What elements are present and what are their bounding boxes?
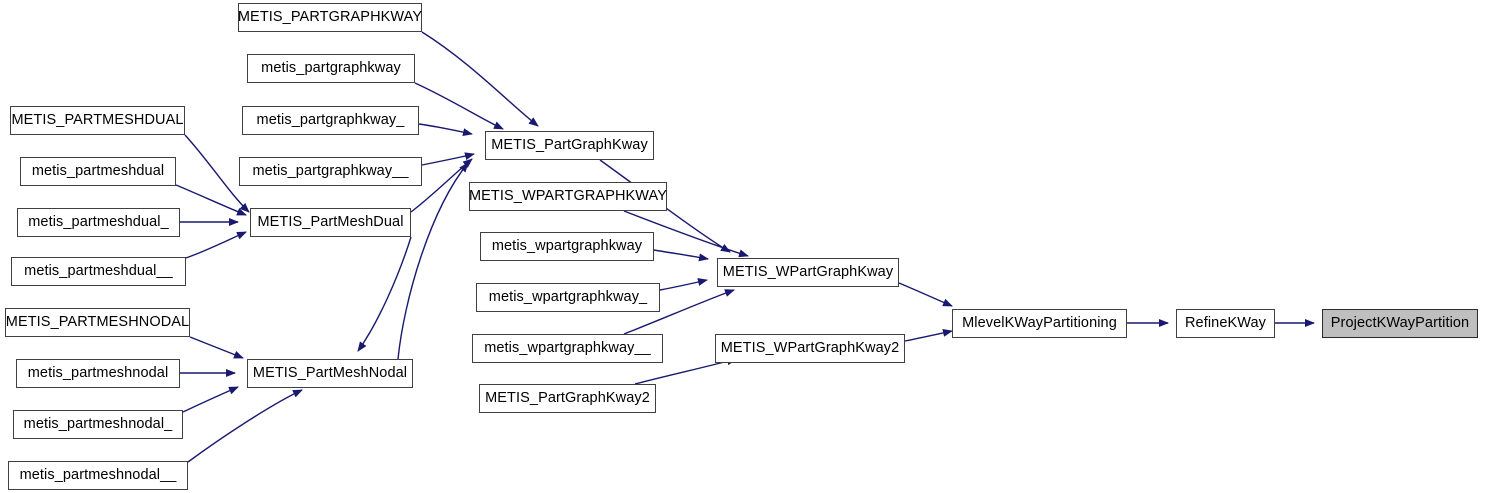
graph-node-metis-wpartgraphkway[interactable]: metis_wpartgraphkway__: [472, 334, 663, 363]
graph-node-metis-partgraphkway[interactable]: METIS_PartGraphKway: [485, 131, 654, 160]
graph-edge-n23-to-n21: [182, 386, 239, 413]
graph-node-label: metis_partmeshdual_: [28, 214, 169, 231]
graph-node-label: RefineKWay: [1184, 315, 1267, 332]
graph-edge-n2-to-n9: [184, 134, 250, 213]
graph-node-label: METIS_WPARTGRAPHKWAY: [468, 188, 668, 205]
graph-node-metis-partmeshnodal[interactable]: metis_partmeshnodal__: [8, 461, 188, 490]
graph-node-label: metis_wpartgraphkway: [491, 238, 643, 255]
graph-node-metis-partmeshdual[interactable]: metis_partmeshdual: [20, 157, 176, 186]
graph-node-metis-partmeshnodal[interactable]: metis_partmeshnodal_: [13, 410, 183, 439]
graph-node-label: ProjectKWayPartition: [1330, 315, 1470, 332]
graph-node-projectkwaypartition[interactable]: ProjectKWayPartition: [1322, 309, 1478, 338]
graph-node-label: MlevelKWayPartitioning: [962, 315, 1117, 332]
graph-node-label: METIS_PartMeshNodal: [252, 365, 408, 382]
graph-node-label: metis_wpartgraphkway_: [488, 289, 648, 306]
graph-edge-n11-to-n9: [185, 231, 247, 259]
graph-node-metis-partgraphkway2[interactable]: METIS_PartGraphKway2: [479, 384, 656, 413]
graph-node-metis-partmeshdual[interactable]: metis_partmeshdual__: [11, 257, 186, 286]
graph-node-label: metis_partmeshnodal: [27, 365, 169, 382]
graph-node-metis-wpartgraphkway[interactable]: METIS_WPartGraphKway: [717, 258, 899, 287]
graph-node-metis-partmeshnodal[interactable]: metis_partmeshnodal: [16, 359, 180, 388]
graph-node-label: METIS_PartGraphKway2: [485, 390, 650, 407]
graph-node-metis-partgraphkway[interactable]: metis_partgraphkway__: [239, 157, 422, 186]
graph-node-metis-partgraphkway[interactable]: metis_partgraphkway_: [242, 106, 419, 135]
graph-edge-n24-to-n21: [187, 389, 303, 463]
graph-node-metis-wpartgraphkway[interactable]: metis_wpartgraphkway: [480, 232, 654, 261]
graph-edge-n3-to-n4: [418, 123, 473, 137]
graph-node-label: METIS_PartGraphKway: [491, 137, 648, 154]
edges-group: [175, 31, 1315, 463]
graph-edge-n19-to-n15: [904, 328, 953, 342]
graph-node-metis-wpartgraphkway[interactable]: metis_wpartgraphkway_: [476, 283, 660, 312]
graph-edge-n5-to-n9: [175, 184, 247, 216]
graph-node-label: METIS_WPartGraphKway2: [720, 340, 900, 357]
graph-node-metis-wpartgraphkway2[interactable]: METIS_WPartGraphKway2: [715, 334, 905, 363]
graph-node-label: METIS_WPartGraphKway: [722, 264, 894, 281]
graph-node-label: metis_partgraphkway_: [256, 112, 405, 129]
graph-node-label: metis_partgraphkway__: [252, 163, 409, 180]
graph-node-metis-partmeshnodal[interactable]: METIS_PARTMESHNODAL: [5, 308, 190, 337]
graph-node-label: metis_wpartgraphkway__: [484, 340, 651, 357]
graph-edge-n18-to-n12: [623, 289, 735, 335]
graph-edge-n7-to-n12: [623, 210, 749, 258]
graph-edge-n13-to-n12: [659, 278, 708, 291]
graph-node-metis-partmeshdual[interactable]: metis_partmeshdual_: [17, 208, 180, 237]
graph-node-label: metis_partgraphkway: [261, 60, 401, 77]
graph-node-refinekway[interactable]: RefineKWay: [1176, 309, 1275, 338]
graph-node-label: METIS_PARTGRAPHKWAY: [237, 9, 423, 26]
graph-node-label: metis_partmeshnodal_: [23, 416, 173, 433]
graph-node-metis-partgraphkway[interactable]: METIS_PARTGRAPHKWAY: [238, 3, 422, 32]
graph-node-mlevelkwaypartitioning[interactable]: MlevelKWayPartitioning: [952, 309, 1127, 338]
graph-node-metis-partmeshnodal[interactable]: METIS_PartMeshNodal: [247, 359, 413, 388]
graph-edge-n4-to-n12: [599, 159, 731, 253]
graph-edge-n10-to-n12: [653, 249, 709, 262]
graph-node-label: METIS_PARTMESHDUAL: [11, 112, 184, 129]
graph-node-label: METIS_PARTMESHNODAL: [5, 314, 190, 331]
graph-node-metis-wpartgraphkway[interactable]: METIS_WPARTGRAPHKWAY: [469, 182, 667, 211]
graph-edge-n6-to-n4: [421, 152, 475, 166]
graph-node-metis-partgraphkway[interactable]: metis_partgraphkway: [247, 54, 415, 83]
graph-edge-n1-to-n4: [414, 82, 504, 130]
graph-node-metis-partmeshdual[interactable]: METIS_PARTMESHDUAL: [10, 106, 185, 135]
graph-node-label: metis_partmeshdual__: [24, 263, 173, 280]
graph-edge-n14-to-n21: [189, 336, 244, 359]
graph-edge-n21-to-n4: [397, 162, 469, 360]
graph-node-label: metis_partmeshdual: [31, 163, 165, 180]
graph-edge-n9-to-n21: [357, 236, 412, 352]
graph-node-label: metis_partmeshnodal__: [19, 467, 177, 484]
graph-node-metis-partmeshdual[interactable]: METIS_PartMeshDual: [250, 208, 411, 237]
graph-node-label: METIS_PartMeshDual: [257, 214, 404, 231]
graph-edge-n12-to-n15: [898, 282, 953, 307]
graph-edge-n0-to-n4: [421, 31, 539, 127]
